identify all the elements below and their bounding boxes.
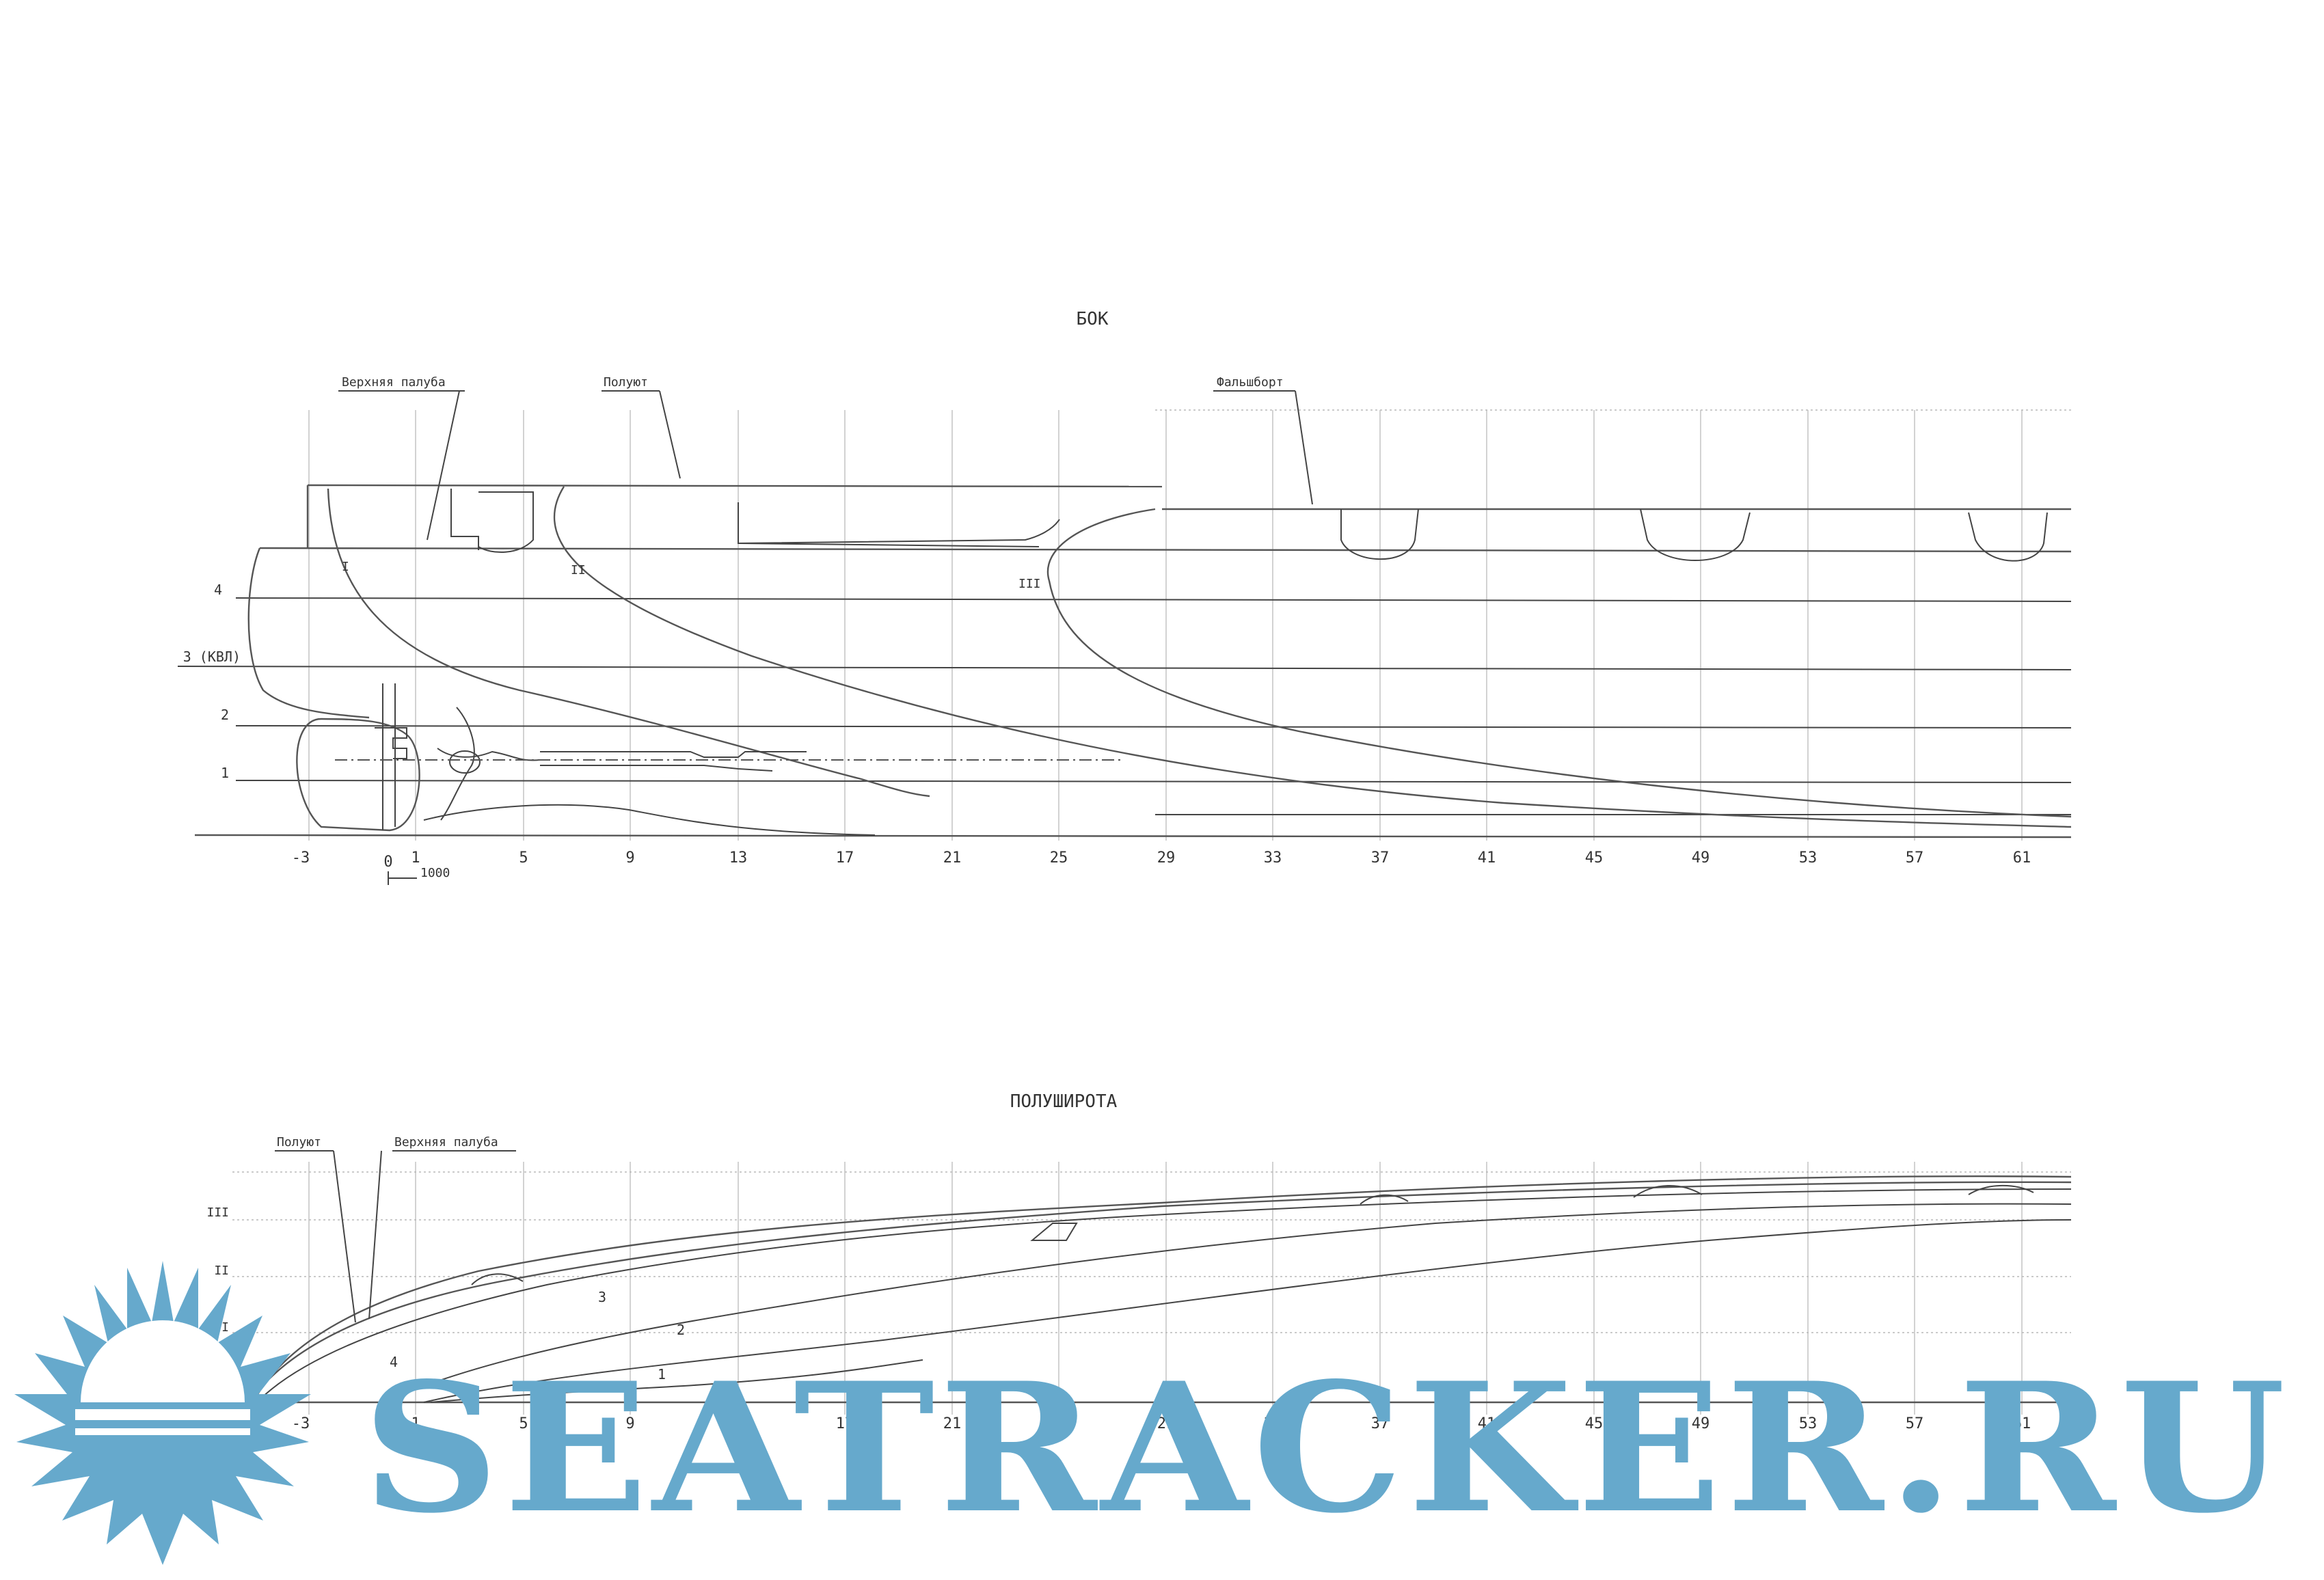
station-label: 61 [2013, 849, 2031, 867]
profile-stern-gear [296, 683, 1121, 836]
label-bulwark: Фальшборт [1217, 375, 1284, 390]
label-poop: Полуют [277, 1135, 321, 1149]
station-label: 41 [1478, 849, 1496, 867]
station-label: 33 [1264, 849, 1282, 867]
station-label: 17 [836, 849, 854, 867]
waterline-label-4: 4 [214, 582, 222, 598]
station-label: 1 [411, 849, 420, 867]
half-breadth-marks: III II I 4 3 2 1 [206, 1206, 685, 1382]
label-poop: Полуют [604, 375, 648, 390]
station-label: 57 [1906, 849, 1924, 867]
buttock-mark-ii: II [214, 1264, 229, 1278]
station-label: 49 [1692, 1415, 1710, 1432]
waterline-label-1: 1 [221, 765, 229, 781]
station-label: 5 [519, 1415, 528, 1432]
half-breadth-callouts: Полуют Верхняя палуба [275, 1135, 516, 1323]
station-label: 29 [1157, 849, 1176, 867]
station-label: -3 [292, 1415, 310, 1432]
profile-buttocks: I II III [327, 486, 2072, 828]
station-label: 9 [625, 1415, 634, 1432]
station-label: 1 [411, 1415, 420, 1432]
station-label: 13 [729, 1415, 748, 1432]
waterline-label-3: 3 (КВЛ) [183, 649, 241, 665]
station-label: 53 [1799, 849, 1818, 867]
station-label: 45 [1585, 849, 1604, 867]
waterline-mark-4: 4 [390, 1354, 398, 1370]
buttock-label-i: I [342, 560, 349, 574]
station-label: 25 [1050, 1415, 1068, 1432]
station-label: 21 [943, 849, 962, 867]
station-label: 37 [1371, 849, 1390, 867]
station-label: 17 [836, 1415, 854, 1432]
station-label: 49 [1692, 849, 1710, 867]
station-label: 13 [729, 849, 748, 867]
buttock-label-ii: II [571, 563, 586, 577]
waterline-mark-2: 2 [677, 1322, 685, 1338]
half-breadth-station-labels: -3 1 5 9 13 17 21 25 29 33 37 41 45 49 5… [292, 1415, 2031, 1438]
station-label: 45 [1585, 1415, 1604, 1432]
label-upper-deck: Верхняя палуба [394, 1135, 498, 1149]
station-label: -3 [292, 849, 310, 867]
half-breadth-grid [232, 1162, 2071, 1415]
station-label: 21 [943, 1415, 962, 1432]
profile-station-grid [308, 409, 2071, 841]
zero-label: 0 [383, 1421, 392, 1438]
half-breadth-view: ПОЛУШИРОТА [206, 1091, 2072, 1438]
station-label: 5 [519, 849, 528, 867]
station-label: 25 [1050, 849, 1068, 867]
waterline-label-2: 2 [221, 707, 229, 723]
station-label: 29 [1157, 1415, 1176, 1432]
profile-waterline-labels: 4 3 (КВЛ) 2 1 [183, 582, 241, 781]
station-label: 33 [1264, 1415, 1282, 1432]
waterline-mark-1: 1 [658, 1366, 666, 1382]
label-upper-deck: Верхняя палуба [342, 375, 446, 390]
station-label: 53 [1799, 1415, 1818, 1432]
watermark: SEATRACKER.RU [14, 1261, 2290, 1565]
buttock-mark-i: I [221, 1320, 229, 1335]
half-breadth-title: ПОЛУШИРОТА [1010, 1091, 1118, 1112]
profile-station-labels: -3 1 5 9 13 17 21 25 29 33 37 41 45 49 5… [292, 849, 2031, 885]
zero-label: 0 [383, 854, 392, 871]
station-label: 9 [625, 849, 634, 867]
profile-waterlines [177, 597, 2072, 839]
scale-label: 1000 [420, 866, 450, 880]
half-breadth-curves [252, 1175, 2072, 1403]
profile-callouts: Верхняя палуба Полуют Фальшборт [338, 375, 1313, 541]
station-label: 41 [1478, 1415, 1496, 1432]
profile-view: БОК [177, 309, 2072, 885]
watermark-text: SEATRACKER.RU [362, 1344, 2290, 1553]
waterline-mark-3: 3 [598, 1289, 606, 1305]
profile-title: БОК [1077, 309, 1109, 329]
buttock-mark-iii: III [206, 1206, 229, 1220]
station-label: 61 [2013, 1415, 2031, 1432]
station-label: 37 [1371, 1415, 1390, 1432]
buttock-label-iii: III [1018, 577, 1041, 591]
profile-decks [247, 484, 2072, 719]
station-label: 57 [1906, 1415, 1924, 1432]
sun-icon [14, 1261, 311, 1565]
